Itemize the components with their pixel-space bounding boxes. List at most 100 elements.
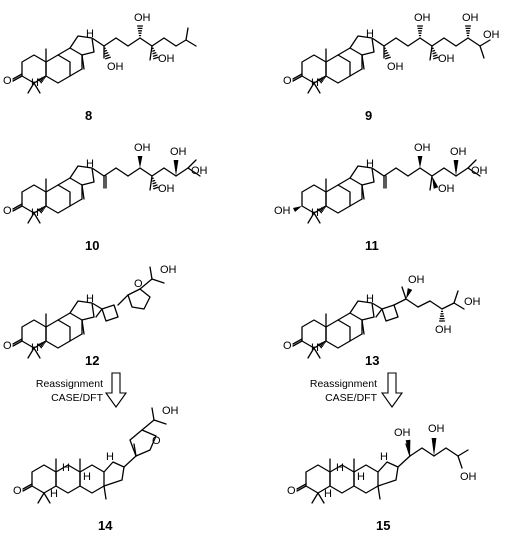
wedge-bond [137, 156, 143, 168]
bond-path [117, 294, 129, 306]
bond-line [69, 333, 83, 342]
bond-line [409, 447, 423, 457]
wedge-bond [406, 288, 413, 299]
bond-line [27, 212, 35, 224]
bond-line [152, 49, 156, 52]
bond-line [149, 175, 153, 191]
bond-line [433, 56, 439, 60]
bond-line [43, 341, 46, 343]
bond-line [419, 167, 433, 177]
bond-line [307, 347, 315, 359]
atom-label: H [50, 488, 58, 500]
bond-line [139, 37, 153, 47]
bond-line [457, 449, 469, 457]
bond-line [175, 39, 187, 47]
atom-label: H [86, 158, 94, 170]
bond-line [407, 37, 421, 47]
atom-label: OH [462, 12, 479, 24]
wedge-bond [405, 439, 411, 456]
bond-line [43, 206, 46, 208]
bond-line [296, 483, 307, 490]
bond-line [81, 54, 85, 70]
atom-label: H [366, 158, 374, 170]
bond-line [152, 179, 156, 182]
bond-line [185, 39, 197, 47]
bond-line [139, 278, 153, 290]
bond-line [12, 75, 23, 82]
bond-line [12, 205, 23, 212]
bond-line [151, 37, 165, 47]
atom-label: OH [414, 12, 431, 24]
atom-label: OH [471, 165, 488, 177]
wedge-bond [417, 156, 423, 168]
bond-line [104, 52, 109, 55]
atom-label: O [287, 485, 296, 497]
atom-label: H [31, 77, 39, 89]
atom-label: O [283, 75, 292, 87]
bond-line [103, 485, 107, 500]
bond-line [349, 333, 363, 342]
arrow-label-line1: Reassignment [36, 378, 103, 390]
bond-line [139, 167, 153, 177]
arrow-label-line2: CASE/DFT [325, 392, 378, 404]
bond-line [323, 206, 326, 208]
atom-label: OH [191, 165, 208, 177]
bond-line [417, 300, 431, 308]
bond-line [42, 206, 45, 210]
atom-label: OH [162, 405, 179, 417]
bond-line [22, 485, 33, 492]
atom-label: H [62, 462, 70, 474]
bond-path [337, 47, 363, 56]
atom-label: OH [414, 142, 431, 154]
bond-path [381, 304, 399, 322]
bond-line [433, 447, 447, 457]
bond-line [457, 455, 463, 469]
compound-number: 8 [85, 108, 92, 123]
bond-line [395, 167, 409, 177]
bond-line [91, 167, 105, 177]
atom-label: H [311, 207, 319, 219]
bond-line [292, 340, 303, 347]
arrow-label-line2: CASE/DFT [51, 392, 104, 404]
bond-line [115, 167, 129, 177]
bond-line [22, 483, 33, 490]
bond-line [432, 52, 437, 55]
bond-line [39, 77, 43, 83]
bond-path [325, 319, 351, 349]
bond-line [42, 76, 45, 80]
atom-label: OH [483, 29, 500, 41]
atom-label: H [31, 207, 39, 219]
bond-line [313, 347, 321, 359]
bond-line [320, 207, 324, 211]
down-arrow-shape [380, 372, 404, 408]
bond-line [151, 407, 155, 421]
bond-line [395, 37, 409, 47]
bond-path [127, 288, 151, 310]
bond-line [27, 347, 35, 359]
bond-line [105, 56, 111, 60]
atom-label: H [86, 28, 94, 40]
bond-line [95, 308, 103, 318]
bond-line [397, 455, 411, 468]
atom-label: OH [428, 423, 445, 435]
bond-line [383, 167, 397, 177]
bond-line [149, 45, 153, 61]
bond-line [152, 54, 158, 57]
atom-label: OH [158, 183, 175, 195]
bond-line [127, 37, 141, 47]
bond-line [322, 206, 325, 210]
atom-label: OH [438, 183, 455, 195]
bond-line [40, 77, 44, 81]
atom-label: OH [134, 12, 151, 24]
bond-path [57, 312, 83, 321]
bond-path [325, 184, 351, 214]
bond-line [12, 73, 23, 80]
bond-line [467, 167, 481, 177]
compound-number: 9 [365, 108, 372, 123]
bond-line [322, 341, 325, 345]
bond-line [317, 492, 325, 504]
